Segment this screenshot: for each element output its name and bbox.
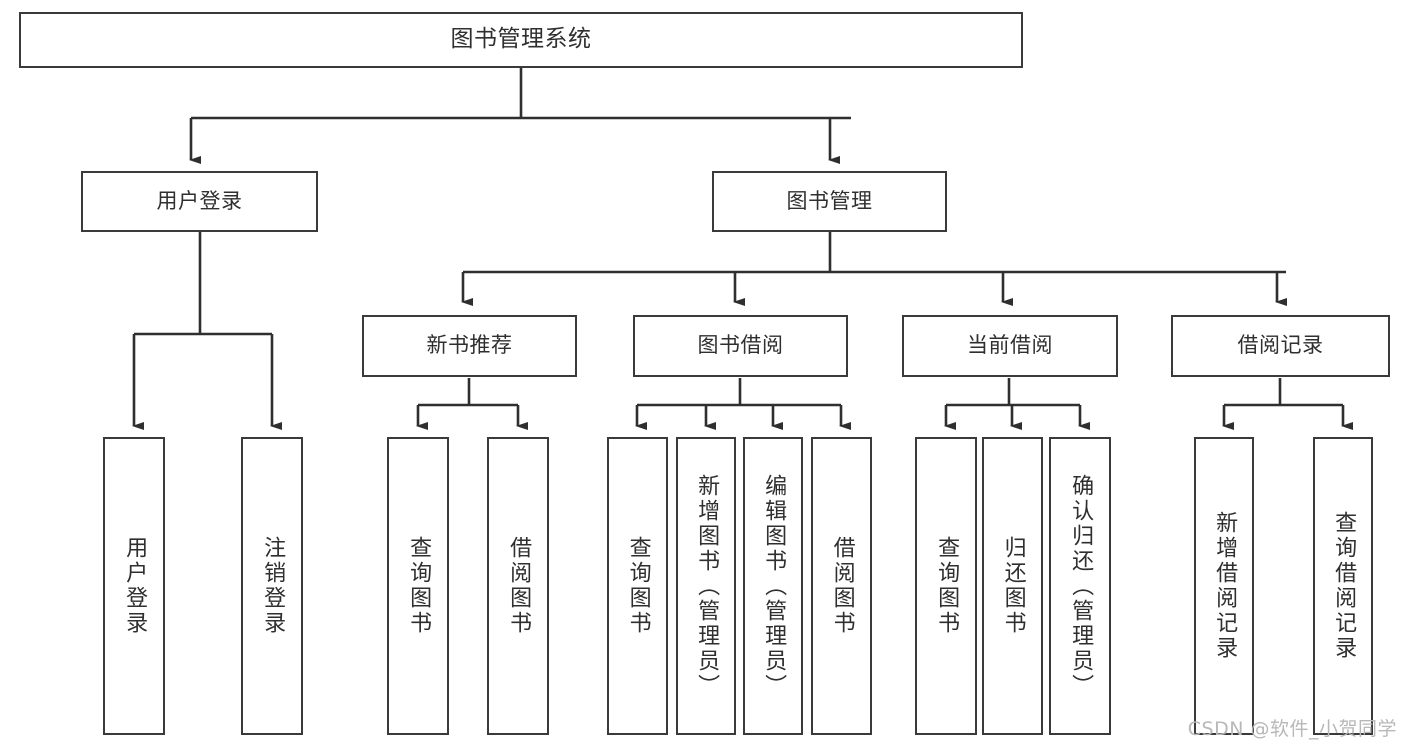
node-root[interactable]: 图书管理系统 bbox=[19, 12, 1023, 68]
node-leaf-query-book-3[interactable]: 查询图书 bbox=[915, 437, 977, 735]
node-leaf-user-login[interactable]: 用户登录 bbox=[103, 437, 165, 735]
node-leaf-borrow-book-1-label: 借阅图书 bbox=[506, 536, 532, 636]
node-current-borrow-label: 当前借阅 bbox=[967, 333, 1053, 358]
node-leaf-query-book-2-label: 查询图书 bbox=[625, 536, 651, 636]
node-book-borrow[interactable]: 图书借阅 bbox=[633, 315, 848, 377]
node-leaf-add-book-label: 新增图书（管理员） bbox=[694, 473, 720, 699]
node-leaf-add-book[interactable]: 新增图书（管理员） bbox=[676, 437, 736, 735]
node-borrow-record-label: 借阅记录 bbox=[1237, 333, 1324, 358]
node-leaf-return-book[interactable]: 归还图书 bbox=[982, 437, 1043, 735]
node-current-borrow[interactable]: 当前借阅 bbox=[902, 315, 1118, 377]
node-leaf-logout-login-label: 注销登录 bbox=[260, 536, 286, 636]
node-leaf-logout-login[interactable]: 注销登录 bbox=[241, 437, 303, 735]
node-leaf-user-login-label: 用户登录 bbox=[122, 536, 148, 636]
node-book-management-label: 图书管理 bbox=[786, 188, 873, 213]
node-leaf-confirm-return-label: 确认归还（管理员） bbox=[1068, 473, 1094, 699]
node-borrow-record[interactable]: 借阅记录 bbox=[1171, 315, 1390, 377]
node-leaf-query-book-2[interactable]: 查询图书 bbox=[607, 437, 668, 735]
node-new-book-recommend[interactable]: 新书推荐 bbox=[362, 315, 577, 377]
node-leaf-query-record[interactable]: 查询借阅记录 bbox=[1313, 437, 1373, 735]
node-book-borrow-label: 图书借阅 bbox=[697, 333, 784, 358]
node-book-management[interactable]: 图书管理 bbox=[712, 171, 947, 232]
node-leaf-query-book-3-label: 查询图书 bbox=[934, 536, 960, 636]
node-leaf-borrow-book-2-label: 借阅图书 bbox=[829, 536, 855, 636]
node-leaf-edit-book[interactable]: 编辑图书（管理员） bbox=[743, 437, 803, 735]
node-user-login[interactable]: 用户登录 bbox=[81, 171, 318, 232]
node-user-login-label: 用户登录 bbox=[156, 188, 243, 213]
node-leaf-return-book-label: 归还图书 bbox=[1000, 536, 1026, 636]
node-leaf-add-record-label: 新增借阅记录 bbox=[1212, 511, 1238, 661]
node-leaf-edit-book-label: 编辑图书（管理员） bbox=[761, 473, 787, 699]
node-root-label: 图书管理系统 bbox=[450, 26, 592, 53]
node-leaf-query-record-label: 查询借阅记录 bbox=[1331, 511, 1357, 661]
node-leaf-borrow-book-2[interactable]: 借阅图书 bbox=[811, 437, 872, 735]
node-leaf-add-record[interactable]: 新增借阅记录 bbox=[1194, 437, 1254, 735]
node-leaf-query-book-1[interactable]: 查询图书 bbox=[387, 437, 449, 735]
node-leaf-confirm-return[interactable]: 确认归还（管理员） bbox=[1049, 437, 1111, 735]
node-leaf-query-book-1-label: 查询图书 bbox=[406, 536, 432, 636]
node-leaf-borrow-book-1[interactable]: 借阅图书 bbox=[487, 437, 549, 735]
node-new-book-recommend-label: 新书推荐 bbox=[426, 333, 513, 358]
